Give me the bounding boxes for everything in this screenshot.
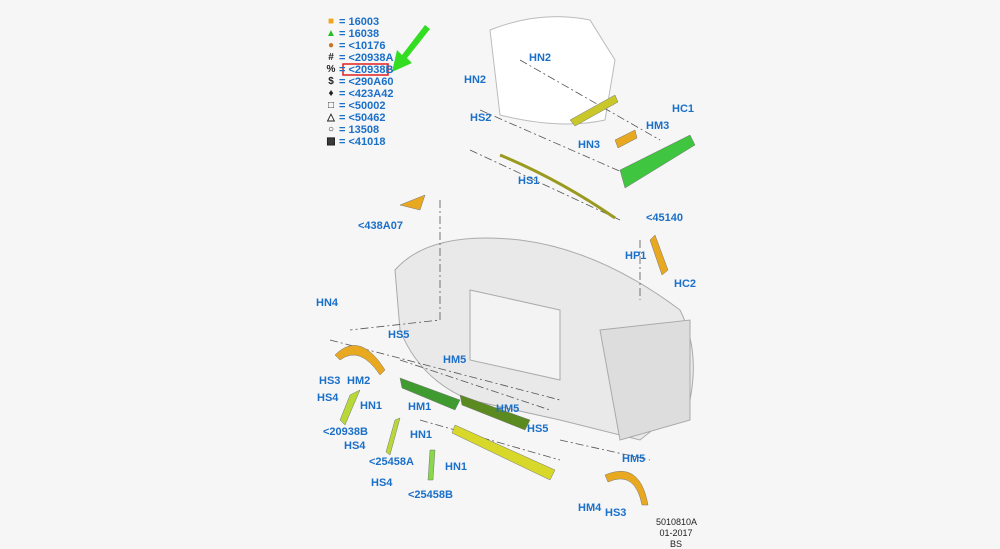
legend-item: $ = <290A60 [326,75,393,88]
percent-icon: % [326,64,336,75]
legend-item: %= <20938B [326,63,394,76]
legend-item: ■ = 16003 [326,15,379,28]
liftgate [489,16,616,125]
callout-label: HS4 [317,392,339,404]
callout-label: HN2 [464,74,487,86]
legend-value: = <50462 [339,111,386,124]
legend-value: = 16038 [339,27,380,40]
callout-label: HS3 [605,507,627,519]
callout-label: HN1 [445,461,468,473]
hatched-square-icon: ▩ [326,136,336,147]
callout-label: <25458A [369,456,414,468]
callout-label: HS4 [344,440,366,452]
circle-filled-icon: ● [327,40,335,51]
legend-item: # = <20938A [326,51,393,64]
circle-outline-icon: ○ [327,124,335,135]
callout-label: HC1 [672,103,695,115]
legend-item: ● = <10176 [326,39,386,52]
callout-label: HS3 [319,375,341,387]
callout-label: <45140 [646,212,684,224]
callout-label: HM5 [622,453,646,465]
callout-label: <20938B [323,426,368,438]
square-outline-icon: □ [327,100,335,111]
legend-value: = <423A42 [339,87,394,100]
callout-label: HS5 [527,423,549,435]
legend-item: ♦ = <423A42 [326,87,393,100]
callout-label: HM5 [443,354,467,366]
callout-label: HS1 [518,175,540,187]
legend-value: = 16003 [339,15,380,28]
diamond-icon: ♦ [328,88,334,99]
callout-label: HM2 [347,375,371,387]
callout-label: HS5 [388,329,410,341]
reference-initials: BS [669,539,682,549]
legend-item: ○ = 13508 [326,123,379,136]
reference-code: 5010810A [656,517,698,527]
dollar-icon: $ [328,76,334,87]
legend-value: = <41018 [339,135,386,148]
triangle-filled-icon: ▲ [326,28,336,39]
square-filled-icon: ■ [327,16,335,27]
legend-value: = <290A60 [339,75,394,88]
highlight-box [342,63,389,76]
legend-item: □ = <50002 [326,99,386,112]
reference-date: 01-2017 [659,528,693,538]
legend-value: = <20938A [339,51,394,64]
callout-label: <25458B [408,489,453,501]
hash-icon: # [328,52,334,63]
callout-label: HM1 [408,401,432,413]
callout-label: HN4 [316,297,339,309]
legend-item: ▩= <41018 [326,135,386,148]
vehicle-body [394,237,694,441]
callout-label: HM5 [496,403,520,415]
callout-label: HN3 [578,139,601,151]
callout-label: HS4 [371,477,393,489]
callout-label: HN1 [410,429,433,441]
callout-lines [329,59,661,461]
callout-label: HM3 [646,120,670,132]
callout-label: HP1 [625,250,647,262]
legend-value: = <20938B [339,63,394,76]
green-pointer-arrow [392,25,430,72]
triangle-outline-icon: △ [327,112,335,123]
legend-value: = <50002 [339,99,386,112]
legend-value: = 13508 [339,123,380,136]
callout-label: HN2 [529,52,552,64]
callout-label: HS2 [470,112,492,124]
trim-parts [334,94,696,506]
callout-label: HN1 [360,400,383,412]
callout-label: HM4 [578,502,602,514]
legend-item: △ = <50462 [326,111,386,124]
legend-value: = <10176 [339,39,386,52]
legend-item: ▲= 16038 [326,27,379,40]
callout-label: HC2 [674,278,697,290]
callout-label: <438A07 [358,220,403,232]
